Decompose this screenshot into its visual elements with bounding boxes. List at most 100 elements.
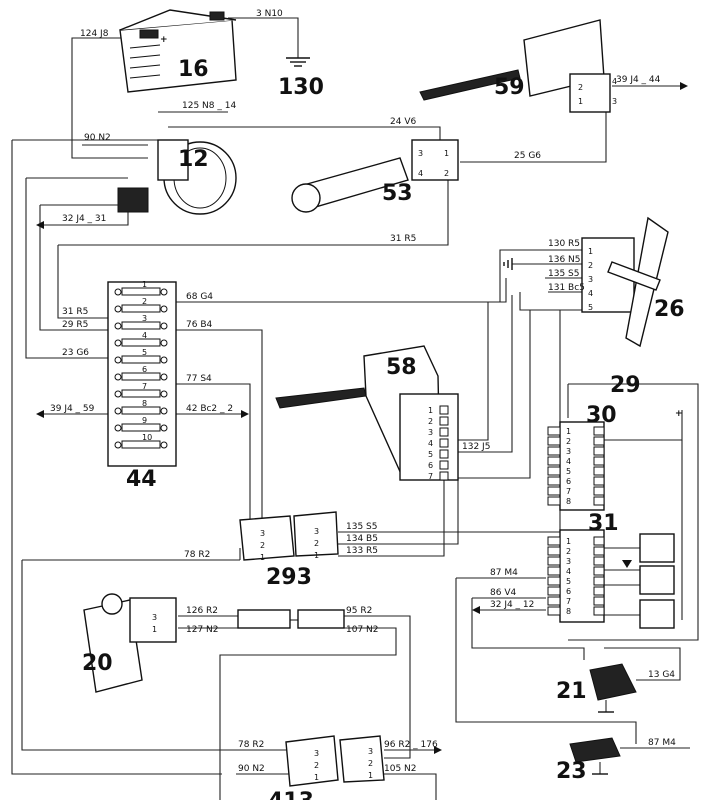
svg-text:3: 3 [612, 97, 617, 106]
pin-label: 6 [428, 461, 433, 470]
ground-symbol-wiper [503, 258, 513, 270]
svg-text:2: 2 [314, 761, 319, 770]
temp-warning-icon [639, 533, 675, 563]
pin-label: 5 [566, 467, 571, 476]
pin-label: 4 [566, 567, 571, 576]
wire-label: 131 Bc5 [548, 283, 585, 293]
stalk-59-number: 59 [494, 75, 525, 100]
fuse-number: 2 [142, 297, 147, 306]
svg-text:2: 2 [578, 83, 583, 92]
svg-text:2: 2 [444, 169, 449, 178]
wire-label: 105 N2 [384, 764, 417, 774]
svg-text:1: 1 [444, 149, 449, 158]
connector-53-number: 53 [382, 181, 413, 206]
svg-text:3: 3 [260, 529, 265, 538]
wire-label: 25 G6 [514, 151, 541, 161]
wire-label: 86 V4 [490, 588, 516, 598]
fuse-number: 10 [142, 433, 152, 442]
pin-label: 1 [566, 427, 571, 436]
fuse-number: 1 [142, 280, 147, 289]
fuse-number: 8 [142, 399, 147, 408]
wire-label: 136 N5 [548, 255, 581, 265]
svg-text:3: 3 [314, 749, 319, 758]
wire-label: 130 R5 [548, 239, 580, 249]
washer-pump-20: 3 1 20 [82, 593, 345, 693]
svg-text:5: 5 [588, 303, 593, 312]
wire-label: 32 J4 _ 12 [490, 600, 534, 610]
wiper-motor-26: 1 2 3 4 5 26 [581, 216, 685, 348]
pin-label: 8 [566, 497, 571, 506]
wire-labels: 124 J8 3 N10 125 N8 _ 14 90 N2 24 V6 25 … [50, 9, 676, 774]
svg-text:1: 1 [578, 97, 583, 106]
ignition-number: 12 [178, 147, 209, 172]
pin-label: 7 [566, 597, 571, 606]
battery-warning-icon [639, 599, 675, 629]
fuse: 2 [114, 297, 168, 313]
sensor-23: 23 [556, 737, 621, 784]
block-31-number: 31 [588, 511, 619, 536]
fuse-number: 7 [142, 382, 147, 391]
wire-label: 87 M4 [490, 568, 518, 578]
svg-text:1: 1 [314, 551, 319, 560]
svg-text:2: 2 [588, 261, 593, 270]
wire-label: 132 J5 [462, 442, 490, 452]
sensor-21: 21 [556, 663, 637, 713]
wire-label: 42 Bc2 _ 2 [186, 404, 233, 414]
wire-label: 3 N10 [256, 9, 283, 19]
pin-label: 7 [566, 487, 571, 496]
connector-293-number: 293 [266, 565, 312, 590]
pin-label: 5 [428, 450, 433, 459]
wire-label: 107 N2 [346, 625, 379, 635]
fuse-number: 3 [142, 314, 147, 323]
battery-number: 16 [178, 57, 209, 82]
wire-paths [11, 17, 699, 800]
module-29: 29 + 30 31 [559, 373, 683, 629]
battery-plus-symbol: + [160, 35, 168, 45]
wire-label: 96 R2 _ 176 [384, 740, 438, 750]
fuse: 4 [114, 331, 168, 347]
svg-text:3: 3 [418, 149, 423, 158]
pin-label: 4 [428, 439, 433, 448]
fuse: 5 [114, 348, 168, 364]
connector-293: 3 2 1 3 2 1 293 [239, 511, 339, 590]
svg-text:4: 4 [612, 77, 617, 86]
wire-label: 31 R5 [62, 307, 88, 317]
fuse: 9 [114, 416, 168, 432]
ground-130: 130 [278, 57, 324, 100]
wire-label: 76 B4 [186, 320, 212, 330]
pin-label: 1 [428, 406, 433, 415]
wiper-number: 26 [654, 297, 685, 322]
pin-label: 6 [566, 477, 571, 486]
fuse-box-number: 44 [126, 467, 157, 492]
svg-text:2: 2 [368, 759, 373, 768]
wire-label: 78 R2 [184, 550, 210, 560]
ground-number: 130 [278, 75, 324, 100]
wire-label: 77 S4 [186, 374, 212, 384]
fuse: 7 [114, 382, 168, 398]
svg-text:4: 4 [418, 169, 423, 178]
pin-label: 3 [566, 557, 571, 566]
washer-number: 20 [82, 651, 113, 676]
wire-label: 13 G4 [648, 670, 675, 680]
fuse: 3 [114, 314, 168, 330]
pin-label: 3 [566, 447, 571, 456]
pin-label: 6 [566, 587, 571, 596]
wire-label: 78 R2 [238, 740, 264, 750]
pin-label: 2 [566, 437, 571, 446]
pin-label: 5 [566, 577, 571, 586]
pin-label: 4 [566, 457, 571, 466]
svg-text:3: 3 [588, 275, 593, 284]
pin-label: 3 [428, 428, 433, 437]
sensor-23-number: 23 [556, 759, 587, 784]
connector-413: 3 2 1 3 2 1 413 [268, 735, 385, 800]
stalk-switch-59: 2 1 3 4 59 [419, 19, 617, 113]
module-plus-symbol: + [675, 409, 683, 419]
fuse: 6 [114, 365, 168, 381]
stalk-58-number: 58 [386, 355, 417, 380]
wire-label: 39 J4 _ 59 [50, 404, 95, 414]
pin-label: 2 [566, 547, 571, 556]
connector-53: 3 1 4 2 53 [291, 139, 459, 213]
